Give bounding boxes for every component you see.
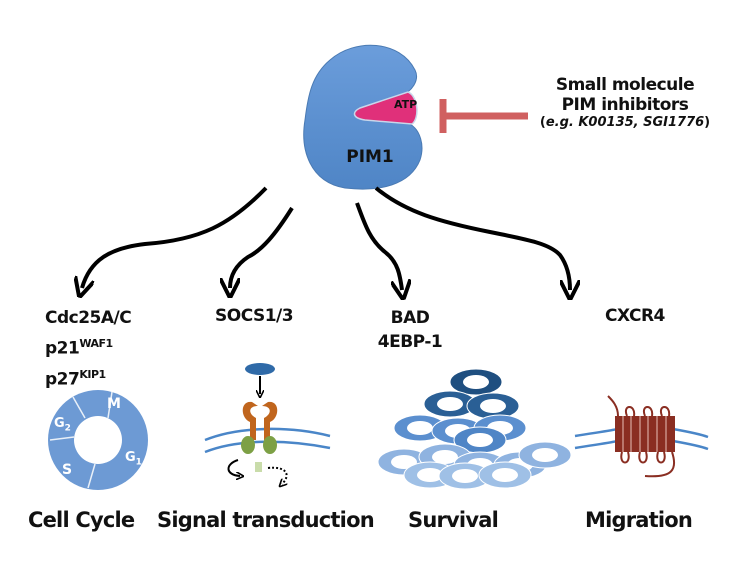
survival-targets: BAD 4EBP-1 — [377, 308, 443, 352]
survival-cell-nucleus — [432, 450, 458, 464]
arrow-to-cell-cycle — [82, 186, 268, 288]
cell-stack-illustration — [377, 368, 572, 490]
survival-cell-nucleus — [391, 455, 417, 469]
survival-cell-nucleus — [532, 448, 558, 462]
survival-cell-nucleus — [417, 468, 443, 482]
survival-cell-nucleus — [480, 399, 506, 413]
atp-pocket — [353, 91, 418, 125]
phase-g1: G1 — [125, 450, 142, 468]
inhibitor-line1: Small molecule — [555, 75, 695, 95]
process-survival: Survival — [408, 508, 499, 532]
inhibitor-line2: PIM inhibitors — [561, 95, 689, 115]
survival-cell-nucleus — [437, 397, 463, 411]
process-cell-cycle: Cell Cycle — [28, 508, 135, 532]
pim1-label: PIM1 — [346, 147, 394, 167]
gpcr-illustration — [574, 395, 709, 478]
process-migration: Migration — [585, 508, 693, 532]
signal-targets: SOCS1/3 — [215, 306, 294, 326]
survival-cell-nucleus — [452, 469, 478, 483]
migration-targets: CXCR4 — [605, 306, 665, 326]
survival-cell-nucleus — [463, 375, 489, 389]
inhibitor-examples: (e.g. K00135, SGI1776) — [539, 115, 711, 130]
inhibitor-text: Small molecule PIM inhibitors (e.g. K001… — [530, 75, 720, 130]
process-signal-transduction: Signal transduction — [157, 508, 375, 532]
arrow-to-survival — [355, 202, 402, 290]
receptor-illustration — [204, 363, 331, 484]
atp-label: ATP — [394, 98, 418, 111]
pim1-protein — [303, 44, 423, 190]
ligand-icon — [245, 363, 275, 375]
phase-g2: G2 — [54, 416, 71, 434]
survival-cell-nucleus — [492, 468, 518, 482]
arrow-to-migration — [374, 186, 570, 290]
arrow-to-signal — [230, 206, 294, 288]
survival-cell-nucleus — [407, 421, 433, 435]
cell-cycle-targets: Cdc25A/C p21WAF1 p27KIP1 — [45, 308, 132, 390]
cell-cycle-ring — [48, 390, 148, 490]
inhibition-bar — [439, 99, 528, 133]
phase-m: M — [107, 396, 121, 412]
survival-cell-nucleus — [467, 433, 493, 447]
phase-s: S — [62, 462, 73, 478]
